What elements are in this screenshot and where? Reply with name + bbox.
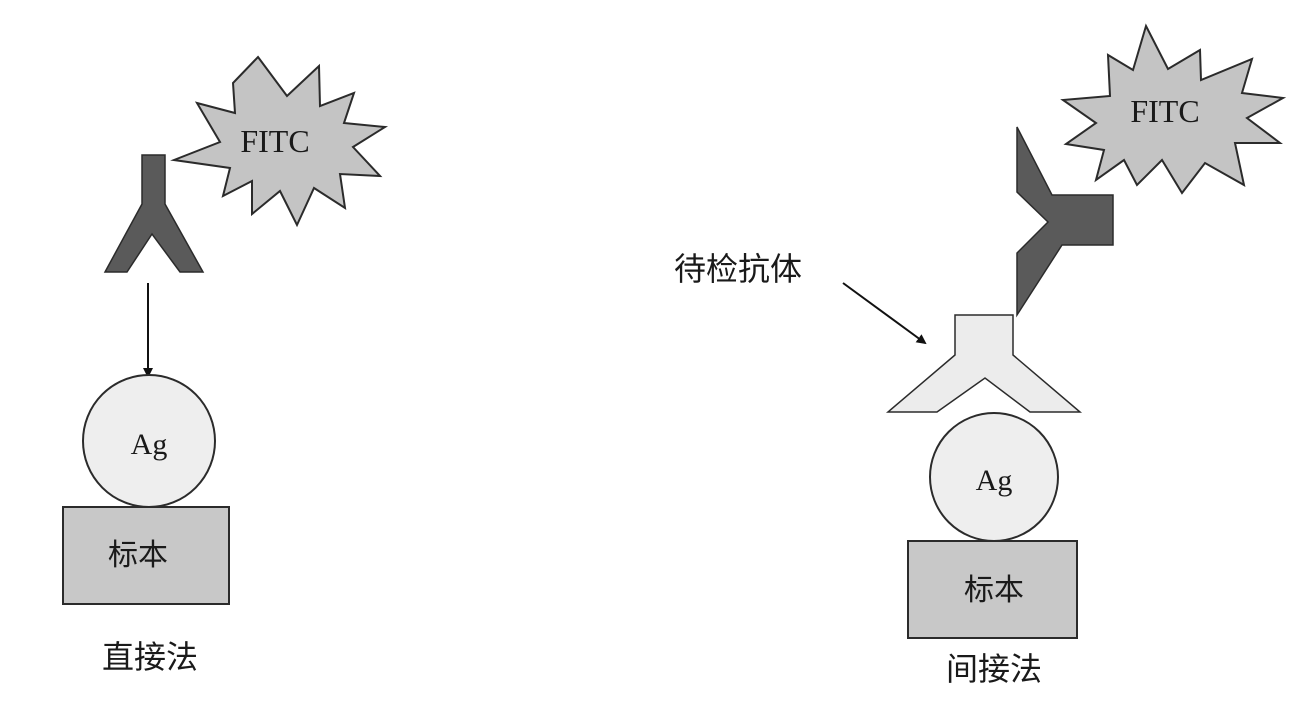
indirect-antigen-label: Ag xyxy=(976,464,1013,497)
direct-antibody xyxy=(103,154,205,273)
direct-method: FITC Ag 标本 直接法 xyxy=(62,55,389,676)
test-antibody-label: 待检抗体 xyxy=(674,250,802,288)
test-antibody-pointer-arrow xyxy=(842,282,927,345)
direct-specimen-label: 标本 xyxy=(108,538,168,573)
direct-fitc-burst xyxy=(170,55,389,228)
indirect-specimen-box xyxy=(907,540,1078,639)
indirect-fitc-label: FITC xyxy=(1130,93,1199,129)
direct-specimen-box xyxy=(62,506,230,605)
indirect-method-caption: 间接法 xyxy=(946,650,1042,688)
indirect-test-antibody xyxy=(885,314,1083,413)
indirect-method: FITC 待检抗体 Ag 标本 间接法 xyxy=(674,23,1287,688)
indirect-specimen-label: 标本 xyxy=(964,573,1024,608)
direct-method-caption: 直接法 xyxy=(102,638,198,676)
indirect-secondary-antibody xyxy=(1016,126,1114,318)
indirect-fitc-burst xyxy=(1060,23,1287,195)
direct-fitc-label: FITC xyxy=(240,123,309,159)
direct-antigen-label: Ag xyxy=(131,428,168,461)
